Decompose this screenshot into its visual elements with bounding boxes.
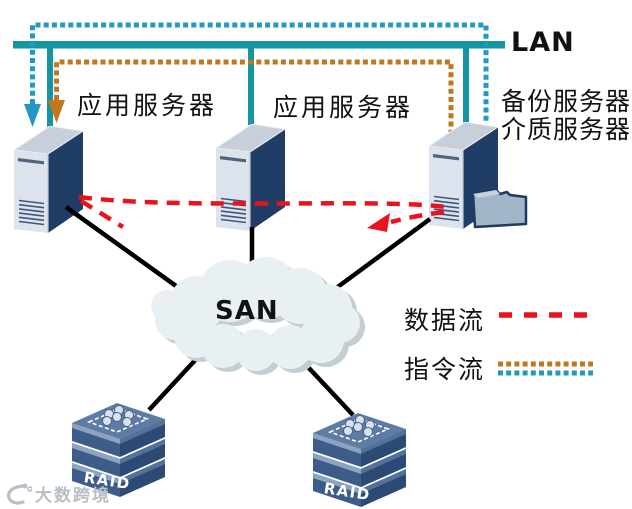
media-server-label: 介质服务器 xyxy=(501,115,632,144)
watermark-text: 大数跨境 xyxy=(35,486,111,506)
backup-server-label: 备份服务器 xyxy=(501,87,632,116)
command-flow-orange-path xyxy=(48,59,454,132)
blue-down-arrow-icon xyxy=(24,104,41,127)
san-label: SAN xyxy=(215,296,279,326)
orange-down-arrow-icon xyxy=(48,100,65,123)
legend-data-flow-label: 数据流 xyxy=(404,306,486,335)
app-server-1-label: 应用服务器 xyxy=(77,91,218,120)
media-library-icon xyxy=(471,188,528,229)
san-cloud xyxy=(151,257,360,371)
data-flow-arrow-icon xyxy=(367,213,390,232)
lan-label: LAN xyxy=(511,27,575,58)
lan-bus xyxy=(13,41,505,127)
legend-command-flow-label: 指令流 xyxy=(404,355,486,384)
lan-drop-2 xyxy=(248,48,254,125)
lan-drop-1 xyxy=(47,48,53,127)
data-flow-branch-line xyxy=(79,199,125,229)
data-flow-arrow-line xyxy=(390,209,445,225)
data-flow-lines xyxy=(78,194,447,232)
data-flow-main-line xyxy=(78,194,447,210)
watermark: 大数跨境 xyxy=(4,481,111,506)
legend-samples xyxy=(498,312,593,376)
lan-bus-bar xyxy=(13,41,505,49)
link-server1-san xyxy=(64,205,192,298)
command-flow-blue-path xyxy=(24,22,489,127)
app-server-1-icon xyxy=(14,126,83,233)
watermark-logo-icon xyxy=(6,483,32,505)
app-server-2-icon xyxy=(216,124,285,231)
lan-drop-3 xyxy=(463,48,469,124)
app-server-2-label: 应用服务器 xyxy=(273,93,414,122)
